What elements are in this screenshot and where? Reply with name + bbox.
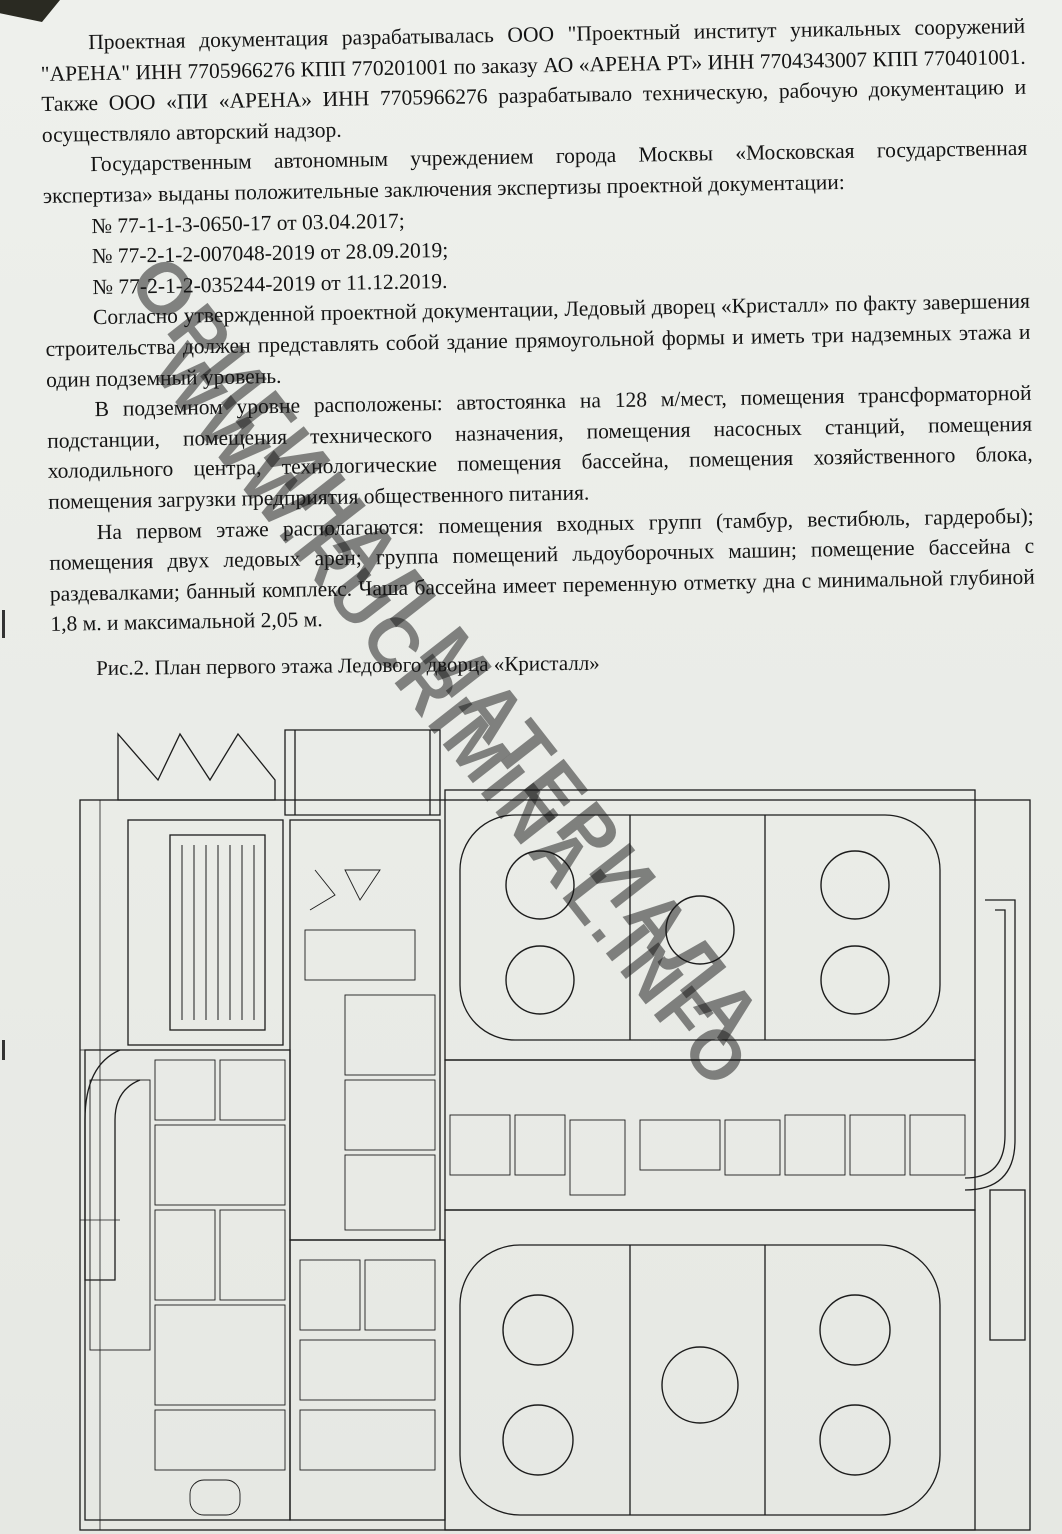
left-ramp	[84, 1049, 141, 1281]
right-ramp	[964, 899, 1016, 1191]
upper-rink-circles	[505, 850, 890, 1015]
floor-plan-drawing	[60, 720, 1050, 1534]
pool-lanes	[181, 845, 255, 1020]
paragraph-underground-level: В подземном уровне расположены: автостоя…	[46, 380, 1033, 514]
figure-caption: Рис.2. План первого этажа Ледового дворц…	[96, 650, 600, 680]
paragraph-building-shape: Согласно утвержденной проектной документ…	[45, 289, 1031, 392]
right-annex	[989, 1189, 1026, 1341]
building-outline	[79, 799, 1031, 1531]
left-wing-rooms	[89, 1059, 286, 1516]
upper-ice-rink	[459, 814, 941, 1041]
left-wing	[84, 1049, 291, 1521]
lower-rink-area	[444, 1209, 976, 1531]
lower-core-rooms	[299, 1259, 436, 1471]
document-body: Проектная документация разрабатывалась О…	[40, 11, 1036, 640]
paragraph-developer: Проектная документация разрабатывалась О…	[40, 13, 1027, 147]
scan-corner-mark	[0, 0, 60, 22]
lower-rink-circles	[502, 1294, 891, 1476]
pool-hall	[127, 819, 284, 1046]
floor-plan-svg	[79, 729, 1031, 1531]
lower-core	[289, 1239, 446, 1521]
swimming-pool	[169, 834, 266, 1031]
paragraph-first-floor: На первом этаже располагаются: помещения…	[49, 503, 1035, 637]
central-core	[289, 819, 441, 1241]
service-strip	[444, 1059, 976, 1211]
lower-ice-rink	[459, 1244, 941, 1516]
upper-rink-area	[444, 789, 976, 1061]
service-rooms	[449, 1114, 966, 1196]
entrance-canopy	[117, 732, 276, 801]
grid-lines	[79, 800, 120, 1530]
scan-edge-mark	[2, 610, 5, 638]
core-rooms	[304, 869, 436, 1231]
scan-edge-mark	[2, 1040, 5, 1060]
entrance-hall	[284, 729, 441, 816]
